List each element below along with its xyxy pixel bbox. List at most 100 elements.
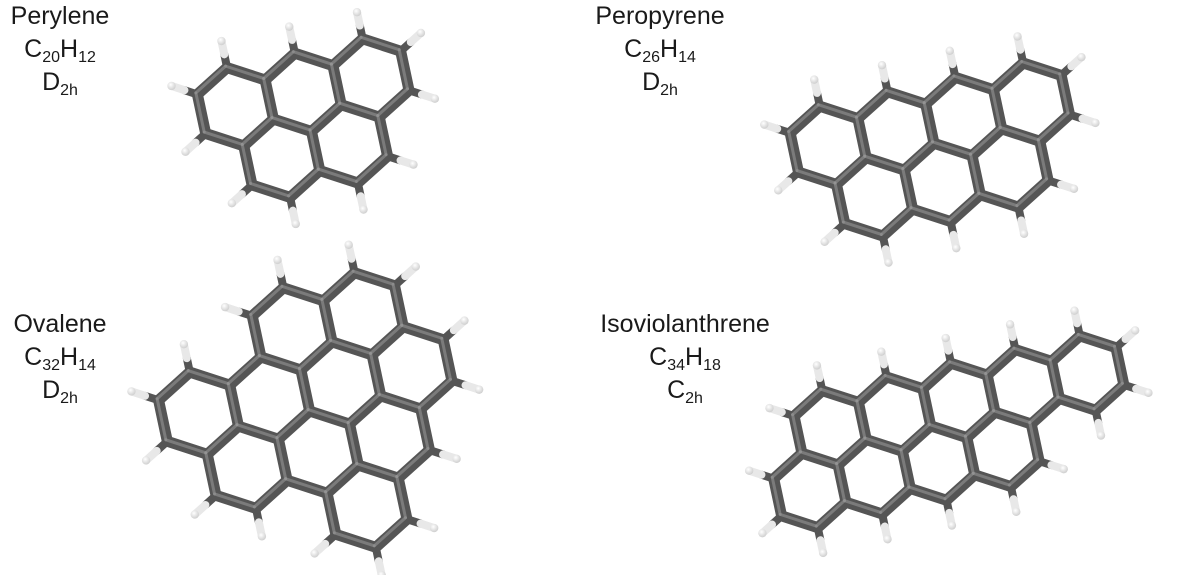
bond-highlight	[257, 354, 301, 370]
bond-highlight	[884, 88, 926, 105]
bond-highlight	[795, 169, 837, 185]
point-group: C2h	[667, 376, 703, 407]
molecule-formula: C26H14	[624, 35, 696, 66]
bond-highlight	[922, 74, 956, 105]
point-group: D2h	[642, 68, 678, 99]
bond-highlight	[952, 74, 994, 90]
hydrogen-atom	[1091, 118, 1100, 128]
bond-highlight	[204, 423, 239, 455]
bond-highlight	[931, 140, 973, 156]
bond-highlight	[919, 385, 931, 426]
bond-highlight	[262, 50, 295, 80]
cc-bond	[812, 496, 852, 534]
cc-bond	[966, 123, 1008, 162]
hydrogen-atom	[474, 385, 484, 394]
bond-highlight	[186, 369, 230, 386]
bond-highlight	[971, 471, 1011, 487]
bond-highlight	[879, 206, 913, 236]
hydrogen-atom	[430, 94, 440, 103]
isoviolanthrene-label: Isoviolanthrene C34H18 C2h	[560, 308, 810, 407]
bond-highlight	[372, 516, 407, 548]
bond-highlight	[1007, 458, 1040, 487]
bond-highlight	[306, 408, 350, 425]
cc-bond	[784, 100, 826, 139]
bond-highlight	[308, 101, 342, 132]
hydrogen-atom	[310, 549, 319, 558]
hydrogen-atom	[217, 36, 226, 46]
bond-highlight	[297, 366, 310, 412]
bond-highlight	[275, 436, 288, 481]
cc-bond	[961, 406, 1001, 444]
cc-bond	[987, 57, 1029, 96]
cc-bond	[327, 33, 369, 72]
bond-highlight	[948, 360, 988, 376]
bond-highlight	[155, 397, 168, 442]
ovalene-model	[127, 240, 484, 575]
bond-highlight	[998, 125, 1040, 142]
bond-highlight	[1076, 332, 1116, 348]
cc-bond	[981, 344, 1021, 381]
bond-highlight	[943, 471, 975, 501]
bond-highlight	[835, 436, 867, 466]
cc-bond	[306, 99, 347, 137]
bond-highlight	[1036, 138, 1049, 181]
bond-highlight	[213, 492, 256, 509]
hydrogen-atom	[359, 205, 368, 214]
hydrogen-atom	[812, 361, 822, 370]
bond-highlight	[990, 60, 1024, 90]
bond-highlight	[1015, 177, 1049, 208]
cc-bond	[272, 405, 316, 445]
bond-highlight	[919, 360, 952, 389]
hydrogen-atom	[877, 61, 887, 70]
bond-highlight	[1048, 332, 1080, 362]
bond-highlight	[984, 346, 1016, 376]
hydrogen-atom	[1070, 306, 1079, 315]
bond-highlight	[226, 354, 261, 386]
bond-highlight	[969, 125, 1002, 156]
bond-highlight	[355, 462, 399, 479]
hydrogen-atom	[1012, 507, 1021, 517]
cc-bond	[852, 86, 894, 125]
bond-highlight	[204, 451, 217, 496]
cc-bond	[917, 357, 957, 395]
bond-highlight	[194, 64, 228, 95]
bond-highlight	[901, 140, 935, 171]
hydrogen-atom	[1005, 320, 1015, 329]
molecule-formula: C34H18	[649, 343, 721, 374]
cc-bond	[259, 47, 301, 86]
hydrogen-atom	[190, 510, 199, 519]
molecule-name: Perylene	[10, 2, 110, 30]
bond-highlight	[863, 436, 903, 452]
bond-highlight	[280, 284, 324, 301]
bond-highlight	[275, 408, 310, 440]
ovalene-label: Ovalene C32H14 D2h	[0, 308, 120, 407]
bond-highlight	[202, 130, 244, 146]
hydrogen-atom	[285, 22, 294, 31]
cc-bond	[852, 371, 893, 408]
bond-highlight	[270, 116, 312, 132]
bond-highlight	[369, 351, 381, 396]
bond-highlight	[977, 191, 1019, 208]
hydrogen-atom	[416, 28, 426, 38]
cc-bond	[876, 482, 916, 520]
hydrogen-atom	[810, 75, 819, 84]
peropyrene-label: Peropyrene C26H14 D2h	[580, 0, 740, 99]
cc-bond	[201, 420, 244, 460]
bond-highlight	[316, 167, 358, 183]
bond-highlight	[369, 323, 404, 355]
hydrogen-atom	[411, 262, 420, 271]
hydrogen-atom	[409, 160, 418, 169]
bond-highlight	[329, 338, 373, 355]
bond-highlight	[346, 421, 359, 466]
cc-bond	[246, 282, 289, 322]
bond-highlight	[787, 129, 799, 173]
cc-bond	[1046, 330, 1086, 367]
hydrogen-atom	[877, 347, 886, 356]
bond-highlight	[249, 312, 261, 358]
perylene-label: Perylene C20H12 D2h	[0, 0, 120, 99]
bond-highlight	[329, 62, 342, 105]
bond-highlight	[377, 392, 421, 409]
bond-highlight	[909, 206, 951, 222]
hydrogen-atom	[220, 302, 230, 312]
hydrogen-atom	[291, 219, 300, 229]
